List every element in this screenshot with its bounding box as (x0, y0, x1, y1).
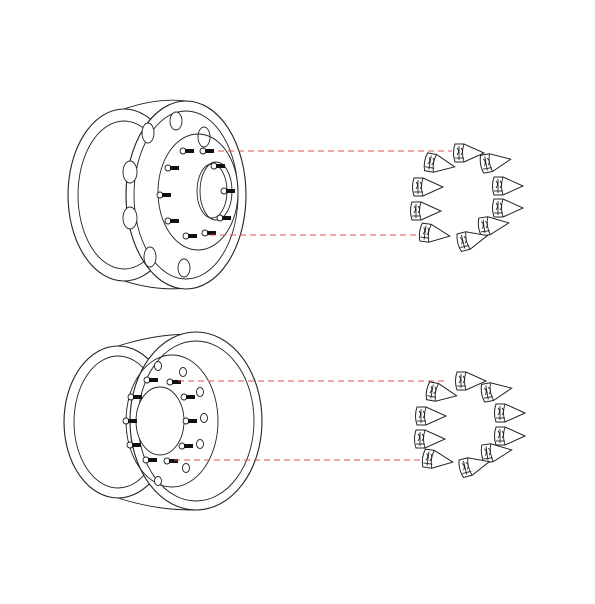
stud (166, 378, 181, 386)
top-wheel-bolt-circle (157, 133, 239, 251)
stud (216, 214, 231, 222)
bottom-wheel (63, 331, 263, 511)
stud (182, 417, 197, 425)
bottom-wheel-studs (122, 376, 197, 465)
top-wheel-studs (156, 147, 235, 240)
stud (143, 376, 158, 384)
spike-nut (494, 426, 526, 446)
spike-nut (479, 378, 514, 403)
top-wheel-barrel-top (123, 99, 187, 110)
stud (142, 456, 157, 464)
stud (210, 162, 225, 170)
top-wheel-front-face (125, 100, 247, 290)
top-wheel (67, 99, 247, 290)
spike-nut (417, 222, 452, 246)
stud (126, 441, 141, 449)
stud (180, 393, 195, 401)
spike-nut (453, 143, 485, 163)
spike-nut (478, 149, 513, 174)
bottom-wheel-center-bore (135, 386, 185, 456)
stud (199, 147, 214, 155)
stud (163, 457, 178, 465)
spike-nut (410, 201, 442, 221)
spike-nut (492, 198, 524, 218)
stud (127, 393, 142, 401)
stud (156, 191, 171, 199)
bottom-assembly (63, 331, 526, 511)
bottom-spike-nuts (414, 371, 526, 479)
spike-nut (420, 448, 455, 472)
top-spike-nuts (410, 143, 524, 253)
stud (164, 164, 179, 172)
stud (201, 229, 216, 237)
top-assembly (67, 99, 524, 290)
spike-nut (424, 381, 459, 406)
bottom-wheel-vent-holes (154, 361, 208, 486)
stud (179, 147, 194, 155)
spike-nut (494, 403, 526, 423)
stud (164, 217, 179, 225)
stud (182, 232, 197, 240)
stud (220, 187, 235, 195)
top-wheel-hand-holes (122, 111, 211, 278)
spike-nut (422, 152, 457, 177)
spike-nut (415, 406, 447, 426)
spike-nut (492, 176, 524, 196)
stud (122, 417, 137, 425)
spike-nut (414, 429, 446, 449)
stud (178, 442, 193, 450)
spike-nut (412, 177, 444, 197)
